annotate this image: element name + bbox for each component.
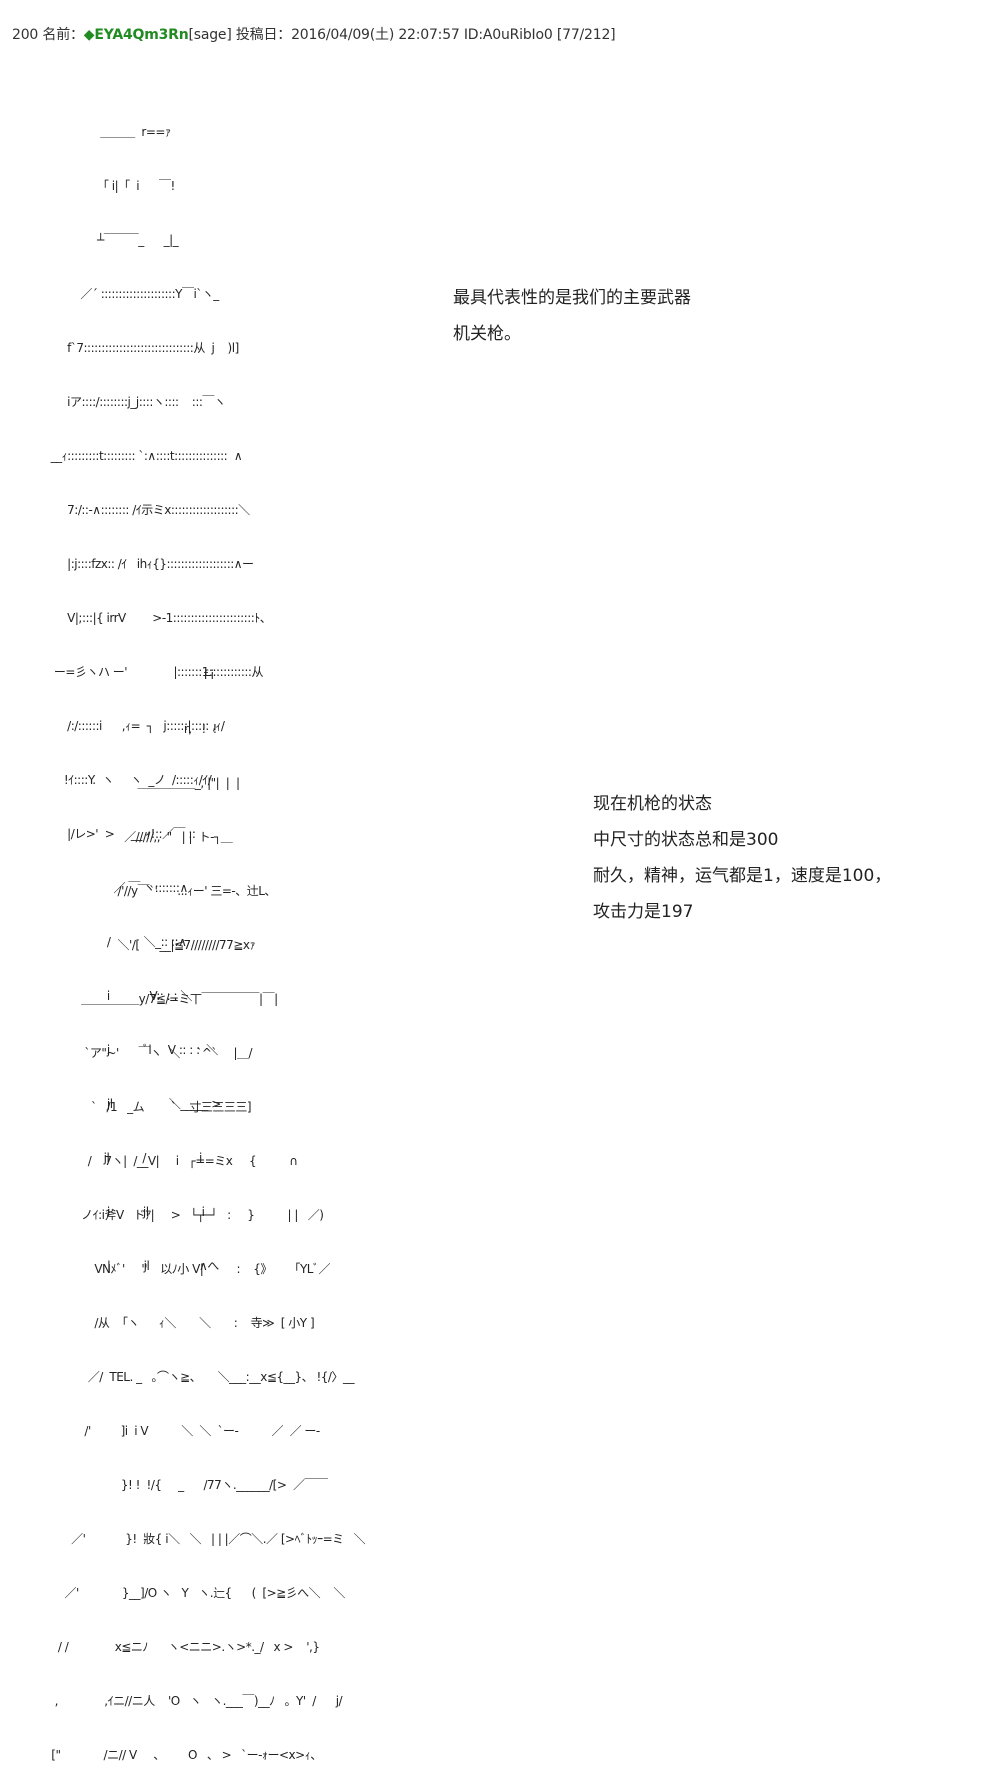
- caption-line: 中尺寸的状态总和是300: [593, 830, 779, 850]
- aa-line: ／/ TEL. _ ｡⌒ヽ≧、 ＼___:__x≦{__}、 !{/〉__: [38, 1370, 355, 1384]
- aa-line: |:j::::fzx:: /ｲ ihｨ{}:::::::::::::::::::…: [34, 557, 254, 571]
- aa-line: , ,ｲニ//ニ人 'O ヽ ヽ.___￣)__ﾉ 。Y' / j/: [38, 1694, 343, 1708]
- caption-weapon-stats: 现在机枪的状态 中尺寸的状态总和是300 耐久，精神，运气都是1，速度是100，…: [593, 786, 891, 930]
- aa-line: / / x≦ニﾉ ヽ<ニニ>.ヽ>*._/ x > ',}: [38, 1640, 320, 1654]
- aa-line: ＿＿＿＿＿_, |"| | |: [38, 776, 240, 790]
- mail-field: [sage]: [188, 27, 232, 43]
- poster-id[interactable]: ID:A0uRibIo0: [463, 27, 553, 43]
- date-label: 投稿日：: [235, 27, 292, 43]
- aa-line: / ＼_:: ::∧: [34, 935, 187, 949]
- aa-line: iア::::/::::::::j_j::::ヽ:::: :::￣ヽ: [34, 395, 226, 409]
- name-label: 名前：: [42, 27, 84, 43]
- aa-line: /从 「ヽ ｨ＼ ＼ : 寺≫ [ 小Y ]: [38, 1316, 315, 1330]
- caption-line: 机关枪。: [453, 324, 521, 344]
- post-date: 2016/04/09(土) 22:07:57: [291, 27, 460, 43]
- aa-line: /:/::::::i ,ｨ= ┐ j::::::|::::: ,ｨ/: [34, 719, 225, 733]
- aa-line: V|;:::|{ irrV >-1:::::::::::::::::::::::…: [34, 611, 272, 625]
- caption-weapon-intro: 最具代表性的是我们的主要武器 机关枪。: [453, 280, 691, 352]
- aa-line: f-i: [38, 668, 214, 682]
- post-count: [77/212]: [556, 27, 616, 43]
- aa-line: / 7ヽ| /__V| i ┌==ミx { ∩: [38, 1154, 298, 1168]
- aa-line: /' ]i i V ＼ ＼ `ー- ／ ／ ー-: [38, 1424, 320, 1438]
- aa-line: ー=彡ヽハ ー' |:::::::1::::::::::::从: [34, 665, 264, 679]
- caption-line: 现在机枪的状态: [593, 794, 712, 814]
- aa-line: }! ! !/{ _ /77ヽ.______/[> ／￣￣: [38, 1478, 328, 1492]
- aa-line: ／ ￣ ヽ:::::::∧: [34, 881, 189, 895]
- aa-line: ＿＿＿＿＿y/7≦/=ミ丅￣￣￣￣￣|￣|: [38, 992, 278, 1006]
- aa-line: ┴￣￣￣_ _|_: [34, 233, 179, 247]
- caption-line: 最具代表性的是我们的主要武器: [453, 288, 691, 308]
- aa-line: ＼'/[ __|≦7////////77≧xｧ: [38, 938, 256, 952]
- aa-line: !ｲ::::Y. ヽ ヽ _ノ /:::::ｨ/ｲ/: [34, 773, 212, 787]
- aa-line: 「 i|「 i ￣!: [34, 179, 175, 193]
- ascii-art-2: f-i r, ! ! ＿＿＿＿＿_, |"| | | ／/////,, " | …: [38, 630, 365, 1782]
- aa-line: ＿＿＿ r==ｧ: [34, 125, 171, 139]
- aa-line: ／' }__]/O ヽ Y ヽ.辷{ ( [>≧彡へ＼ ＼: [38, 1586, 346, 1600]
- aa-line: __ｨ:::::::::t::::::::: `:∧::::t:::::::::…: [34, 449, 243, 463]
- post-number: 200: [12, 27, 39, 43]
- aa-line: /'//y￣`' ...ｨー' 三=-、辻L、: [38, 884, 277, 898]
- caption-line: 耐久，精神，运气都是1，速度是100，: [593, 866, 892, 886]
- poster-tripcode[interactable]: ◆EYA4Qm3Rn: [83, 27, 189, 43]
- post-header: 200 名前：◆EYA4Qm3Rn[sage] 投稿日：2016/04/09(土…: [12, 24, 616, 44]
- aa-line: ` /1 _ム ` 寸三三三三]: [38, 1100, 252, 1114]
- aa-line: |/レ>' > __ ｨ!::／￣ ::: [34, 827, 196, 841]
- aa-line: [" /ニ// V 、 O 、 > `ー-ｫー<x>ｨ、: [38, 1748, 322, 1762]
- aa-line: ／' }! 妝{ i＼ ＼ | | |／⌒＼.／ [>ﾍﾞﾄｯｰ=ミ ＼: [38, 1532, 366, 1546]
- aa-line: i V:: : : ＼: [34, 989, 192, 1003]
- ascii-art-1: ＿＿＿ r==ｧ 「 i|「 i ￣! ┴￣￣￣_ _|_ ／´ :::::::…: [34, 87, 272, 1293]
- aa-line: `ア"~' ￣ヽ ＼ `^` |＿/: [38, 1046, 253, 1060]
- aa-line: 7:/::-∧:::::::: /ｲ示ミx:::::::::::::::::::…: [34, 503, 250, 517]
- aa-line: VNﾒﾞ' '' 以ﾉ小 V| : {》 「YLﾞ／: [38, 1262, 330, 1276]
- aa-line: f`7:::::::::::::::::::::::::::::::从 j )l…: [34, 341, 239, 355]
- aa-line: r, ! !: [38, 722, 217, 736]
- aa-line: ノｲ:i斧V ドｱ| > └┬─┘ : } | | ／): [38, 1208, 324, 1222]
- aa-line: j ﾞl V :: : : ＼: [34, 1043, 218, 1057]
- caption-line: 攻击力是197: [593, 902, 694, 922]
- aa-line: ／´ :::::::::::::::::::::Y￣i`ヽ_: [34, 287, 219, 301]
- aa-line: ／/////,, " | | ト‐┐＿: [38, 830, 233, 844]
